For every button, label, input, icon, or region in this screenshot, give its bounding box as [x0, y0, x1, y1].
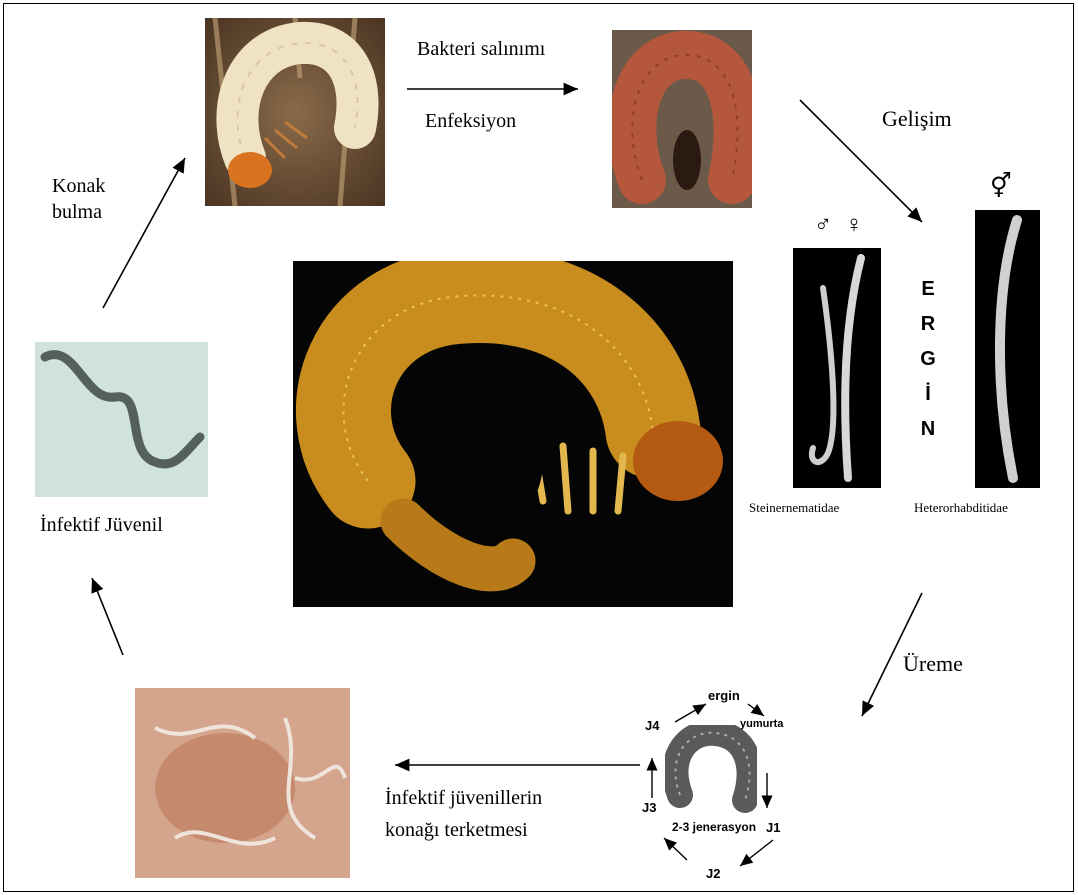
label-reproduction: Üreme [903, 651, 963, 677]
cycle-j2: J2 [706, 866, 720, 881]
photo-nematodes-leaving-host [135, 688, 350, 878]
cycle-j1: J1 [766, 820, 780, 835]
adult-letter: R [918, 307, 938, 342]
photo-lifecycle-grub [665, 725, 757, 815]
label-leaving-host-2: konağı terketmesi [385, 819, 528, 842]
label-bacteria-release: Bakteri salınımı [417, 38, 545, 61]
photo-heterorhabditidae [975, 210, 1040, 488]
label-heterorhabditidae: Heterorhabditidae [914, 500, 1008, 516]
photo-infective-juvenile [35, 342, 208, 497]
label-infective-juvenile: İnfektif Jüvenil [40, 514, 163, 537]
adult-letter: İ [918, 377, 938, 412]
hermaphrodite-symbol: ⚥ [990, 172, 1012, 201]
adult-label: E R G İ N [918, 272, 938, 447]
cycle-egg: yumurta [740, 718, 783, 730]
label-steinernematidae: Steinernematidae [749, 500, 839, 516]
photo-central-larva [293, 261, 733, 607]
cycle-j4: J4 [645, 718, 659, 733]
cycle-j3: J3 [642, 800, 656, 815]
photo-infected-larva [612, 30, 752, 208]
male-symbol: ♂ [814, 212, 832, 239]
photo-healthy-larva [205, 18, 385, 206]
cycle-generations: 2-3 jenerasyon [672, 820, 756, 834]
adult-letter: G [918, 342, 938, 377]
photo-steinernematidae [793, 248, 881, 488]
cycle-adult: ergin [708, 688, 740, 703]
label-host-finding-1: Konak [52, 175, 105, 198]
label-leaving-host-1: İnfektif jüvenillerin [385, 787, 542, 810]
label-host-finding-2: bulma [52, 201, 102, 224]
label-development: Gelişim [882, 106, 952, 132]
adult-letter: E [918, 272, 938, 307]
label-infection: Enfeksiyon [425, 110, 516, 133]
female-symbol: ♀ [845, 212, 863, 239]
adult-letter: N [918, 412, 938, 447]
